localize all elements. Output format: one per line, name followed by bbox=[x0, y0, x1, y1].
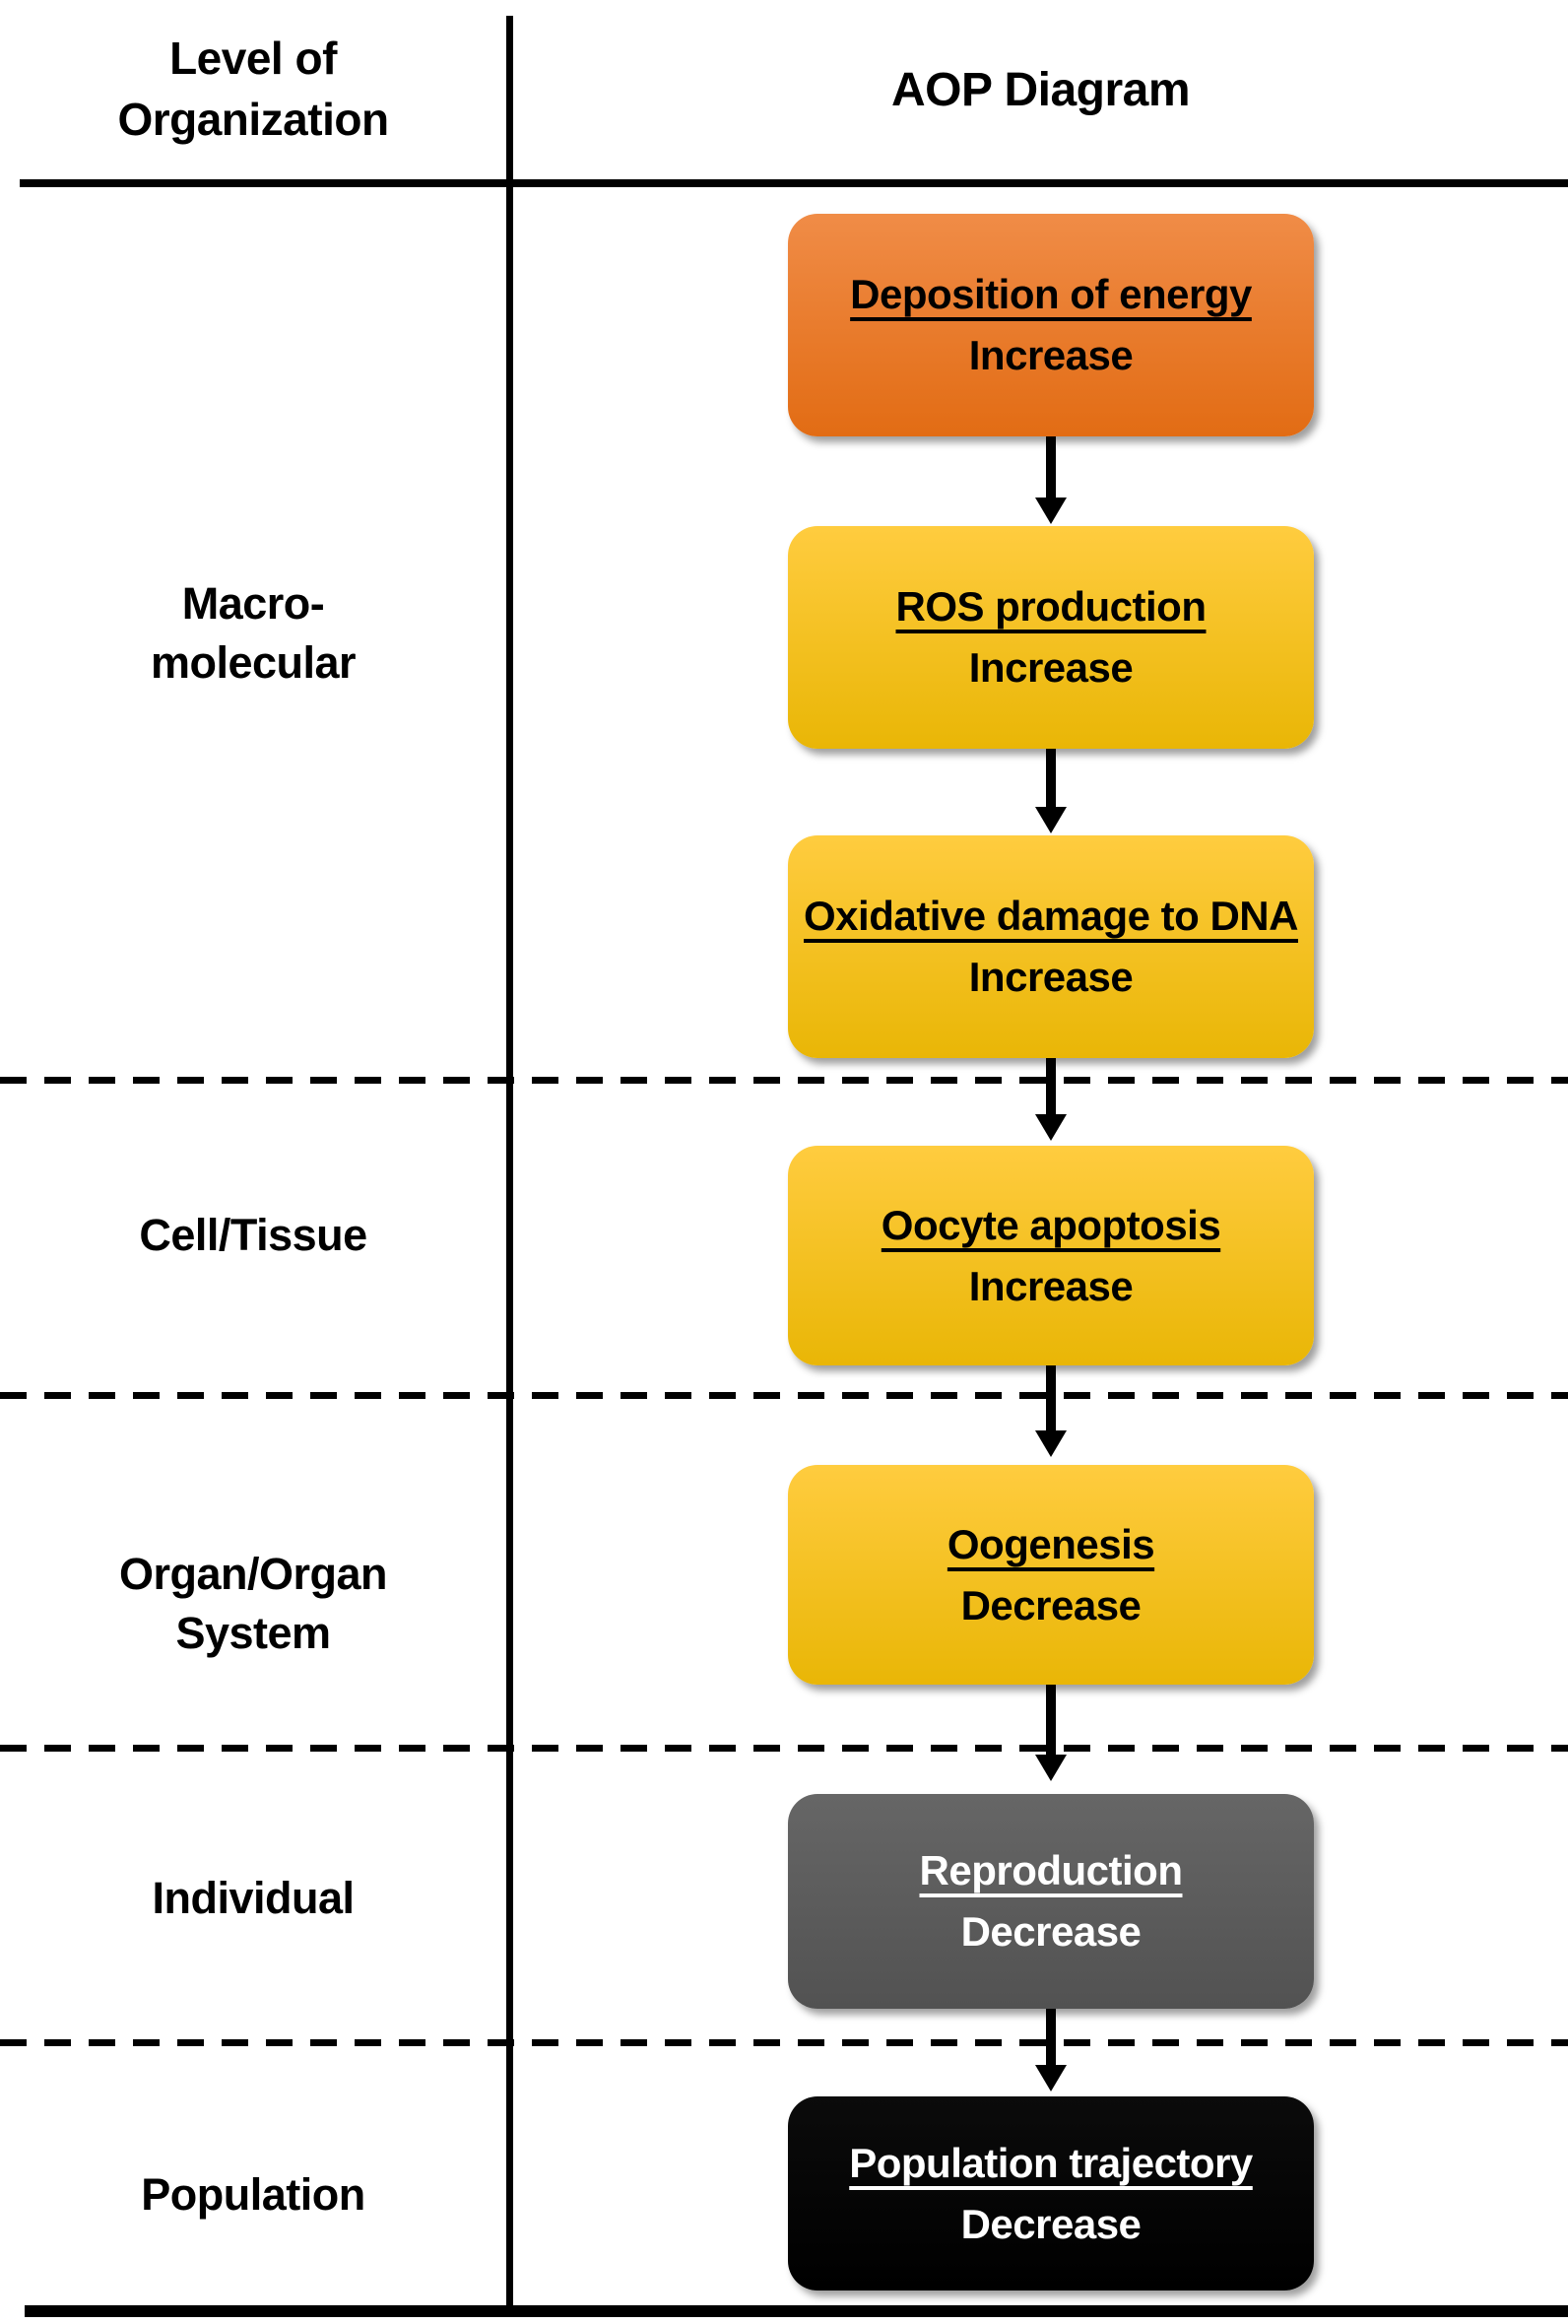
node-ros-production: ROS production Increase bbox=[788, 526, 1314, 749]
left-column-header-line2: Organization bbox=[117, 94, 389, 145]
level-label-line: molecular bbox=[150, 637, 357, 688]
level-separator-dashed-line-2 bbox=[0, 1392, 1568, 1399]
column-divider-line bbox=[506, 16, 513, 2317]
node-deposition-of-energy: Deposition of energy Increase bbox=[788, 214, 1314, 436]
arrow-head-icon bbox=[1035, 1114, 1067, 1141]
node-oxidative-damage-dna: Oxidative damage to DNA Increase bbox=[788, 835, 1314, 1058]
level-label-organ-system: Organ/Organ System bbox=[0, 1545, 506, 1663]
arrow-head-icon bbox=[1035, 2065, 1067, 2092]
bottom-border-line bbox=[25, 2305, 1568, 2317]
arrow-head-icon bbox=[1035, 1755, 1067, 1781]
level-label-line: Population bbox=[141, 2169, 365, 2220]
level-separator-dashed-line-1 bbox=[0, 1077, 1568, 1084]
arrow-shaft bbox=[1046, 749, 1056, 808]
node-title: Oogenesis bbox=[947, 1520, 1155, 1567]
level-label-line: Macro- bbox=[181, 578, 325, 629]
diagram-title: AOP Diagram bbox=[890, 64, 1191, 116]
node-direction: Decrease bbox=[960, 1908, 1142, 1955]
node-title: Oxidative damage to DNA bbox=[804, 893, 1298, 939]
node-oogenesis: Oogenesis Decrease bbox=[788, 1465, 1314, 1685]
node-population-trajectory: Population trajectory Decrease bbox=[788, 2096, 1314, 2291]
node-title: Reproduction bbox=[919, 1847, 1183, 1893]
level-separator-dashed-line-4 bbox=[0, 2039, 1568, 2046]
arrow-shaft bbox=[1046, 436, 1056, 498]
level-label-line: System bbox=[175, 1608, 331, 1658]
level-label-macromolecular: Macro- molecular bbox=[0, 574, 506, 693]
node-direction: Increase bbox=[968, 954, 1134, 1000]
level-label-cell-tissue: Cell/Tissue bbox=[0, 1206, 506, 1265]
level-label-individual: Individual bbox=[0, 1869, 506, 1928]
node-title: ROS production bbox=[895, 583, 1207, 630]
left-column-header-line1: Level of bbox=[169, 33, 337, 84]
node-oocyte-apoptosis: Oocyte apoptosis Increase bbox=[788, 1146, 1314, 1365]
arrow-shaft bbox=[1046, 1685, 1056, 1756]
arrow-head-icon bbox=[1035, 498, 1067, 524]
node-direction: Increase bbox=[968, 332, 1134, 378]
level-label-line: Organ/Organ bbox=[118, 1549, 388, 1599]
node-direction: Decrease bbox=[960, 2200, 1142, 2247]
header-separator-line bbox=[20, 179, 1568, 187]
node-direction: Decrease bbox=[960, 1581, 1142, 1628]
node-reproduction: Reproduction Decrease bbox=[788, 1794, 1314, 2009]
level-separator-dashed-line-3 bbox=[0, 1745, 1568, 1752]
node-title: Deposition of energy bbox=[850, 271, 1252, 317]
left-column-header: Level of Organization bbox=[0, 28, 506, 150]
arrow-shaft bbox=[1046, 1058, 1056, 1115]
node-title: Oocyte apoptosis bbox=[881, 1201, 1221, 1248]
node-direction: Increase bbox=[968, 1262, 1134, 1309]
arrow-head-icon bbox=[1035, 807, 1067, 833]
level-label-line: Cell/Tissue bbox=[139, 1210, 367, 1260]
level-label-line: Individual bbox=[152, 1873, 355, 1923]
level-label-population: Population bbox=[0, 2165, 506, 2224]
node-title: Population trajectory bbox=[849, 2139, 1253, 2186]
arrow-shaft bbox=[1046, 2009, 1056, 2066]
arrow-shaft bbox=[1046, 1365, 1056, 1431]
arrow-head-icon bbox=[1035, 1430, 1067, 1457]
node-direction: Increase bbox=[968, 644, 1134, 691]
